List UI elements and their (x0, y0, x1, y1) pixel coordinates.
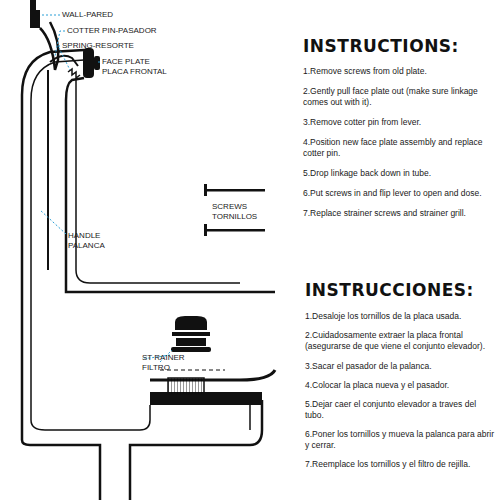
wall-edge (40, 22, 58, 70)
leader-lines (40, 15, 172, 362)
part-label: COTTER PIN-PASADOR (67, 26, 157, 36)
drain-shoe (150, 392, 262, 405)
handle (94, 56, 100, 70)
part-label: ST RAINER (142, 353, 185, 363)
spring (68, 69, 80, 78)
instruction-step: 7.Replace strainer screws and strainer g… (303, 208, 493, 219)
part-label: PALANCA (68, 241, 105, 251)
part-label: SCREWS (212, 202, 247, 212)
wall (30, 0, 40, 28)
section-heading: INSTRUCCIONES: (305, 280, 474, 300)
instruction-step: 6.Put screws in and flip lever to open a… (303, 188, 493, 199)
instruction-step: 3.Remove cotter pin from lever. (303, 117, 493, 128)
strainer (175, 316, 207, 330)
part-label: WALL-PARED (62, 10, 113, 20)
drain-flange (168, 378, 204, 394)
instruction-list: 1.Desaloje los tornillos de la placa usa… (305, 311, 495, 470)
part-label: FILTRO (142, 363, 170, 373)
screw (204, 224, 265, 236)
section-heading: INSTRUCTIONS: (303, 36, 459, 56)
cotter-pin (50, 56, 78, 66)
part-label: FACE PLATE (102, 57, 150, 67)
linkage (47, 70, 49, 270)
instruction-step: 5.Drop linkage back down in tube. (303, 168, 493, 179)
part-label: HANDLE (68, 231, 100, 241)
part-label: SPRING-RESORTE (62, 41, 134, 51)
instruction-step: 1.Remove screws from old plate. (303, 66, 493, 77)
screw (204, 184, 265, 196)
instruction-step: 2.Gently pull face plate out (make sure … (303, 86, 493, 108)
instruction-list: 1.Remove screws from old plate. 2.Gently … (303, 66, 493, 219)
face-plate (83, 48, 94, 78)
part-label: PLACA FRONTAL (102, 67, 167, 77)
instruction-step: 4.Colocar la placa nueva y el pasador. (305, 380, 495, 391)
instruction-step: 6.Poner los tornillos y mueva la palanca… (305, 429, 495, 451)
part-label: TORNILLOS (212, 212, 257, 222)
instruction-step: 3.Sacar el pasador de la palanca. (305, 361, 495, 372)
instruction-step: 7.Reemplace los tornillos y el filtro de… (305, 459, 495, 470)
instruction-step: 2.Cuidadosamente extraer la placa fronta… (305, 330, 495, 352)
instruction-step: 5.Dejar caer el conjunto elevador a trav… (305, 399, 495, 421)
instruction-step: 1.Desaloje los tornillos de la placa usa… (305, 311, 495, 322)
instruction-step: 4.Position new face plate assembly and r… (303, 137, 493, 159)
